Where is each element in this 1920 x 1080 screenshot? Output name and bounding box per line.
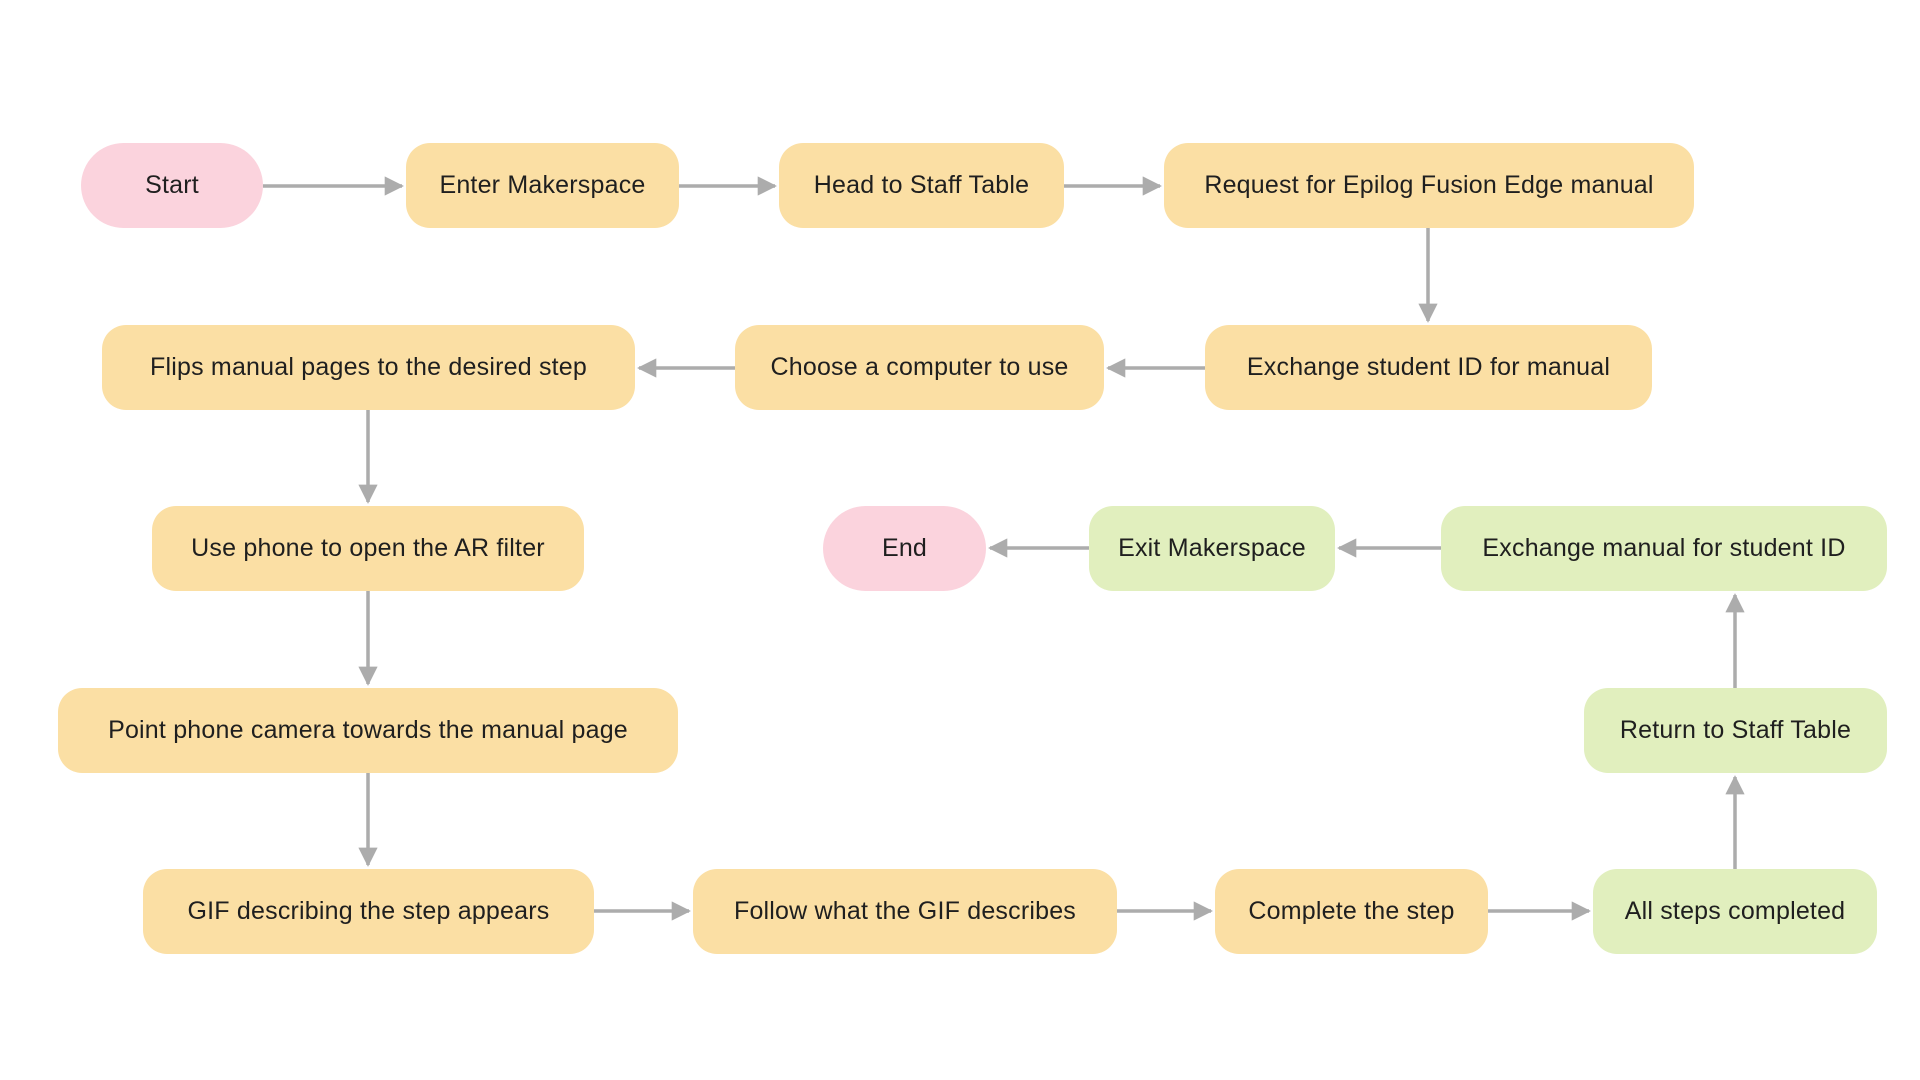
node-use-phone-ar: Use phone to open the AR filter: [152, 506, 584, 591]
node-complete-step: Complete the step: [1215, 869, 1488, 954]
node-all-steps-completed: All steps completed: [1593, 869, 1877, 954]
node-follow-gif: Follow what the GIF describes: [693, 869, 1117, 954]
node-head-to-staff-table: Head to Staff Table: [779, 143, 1064, 228]
node-return-staff-table: Return to Staff Table: [1584, 688, 1887, 773]
node-gif-appears: GIF describing the step appears: [143, 869, 594, 954]
node-enter-makerspace: Enter Makerspace: [406, 143, 679, 228]
node-exit-makerspace: Exit Makerspace: [1089, 506, 1335, 591]
node-exchange-manual: Exchange manual for student ID: [1441, 506, 1887, 591]
node-flips-manual-pages: Flips manual pages to the desired step: [102, 325, 635, 410]
node-start: Start: [81, 143, 263, 228]
node-choose-computer: Choose a computer to use: [735, 325, 1104, 410]
node-request-manual: Request for Epilog Fusion Edge manual: [1164, 143, 1694, 228]
node-point-phone-camera: Point phone camera towards the manual pa…: [58, 688, 678, 773]
node-exchange-student-id: Exchange student ID for manual: [1205, 325, 1652, 410]
node-end: End: [823, 506, 986, 591]
